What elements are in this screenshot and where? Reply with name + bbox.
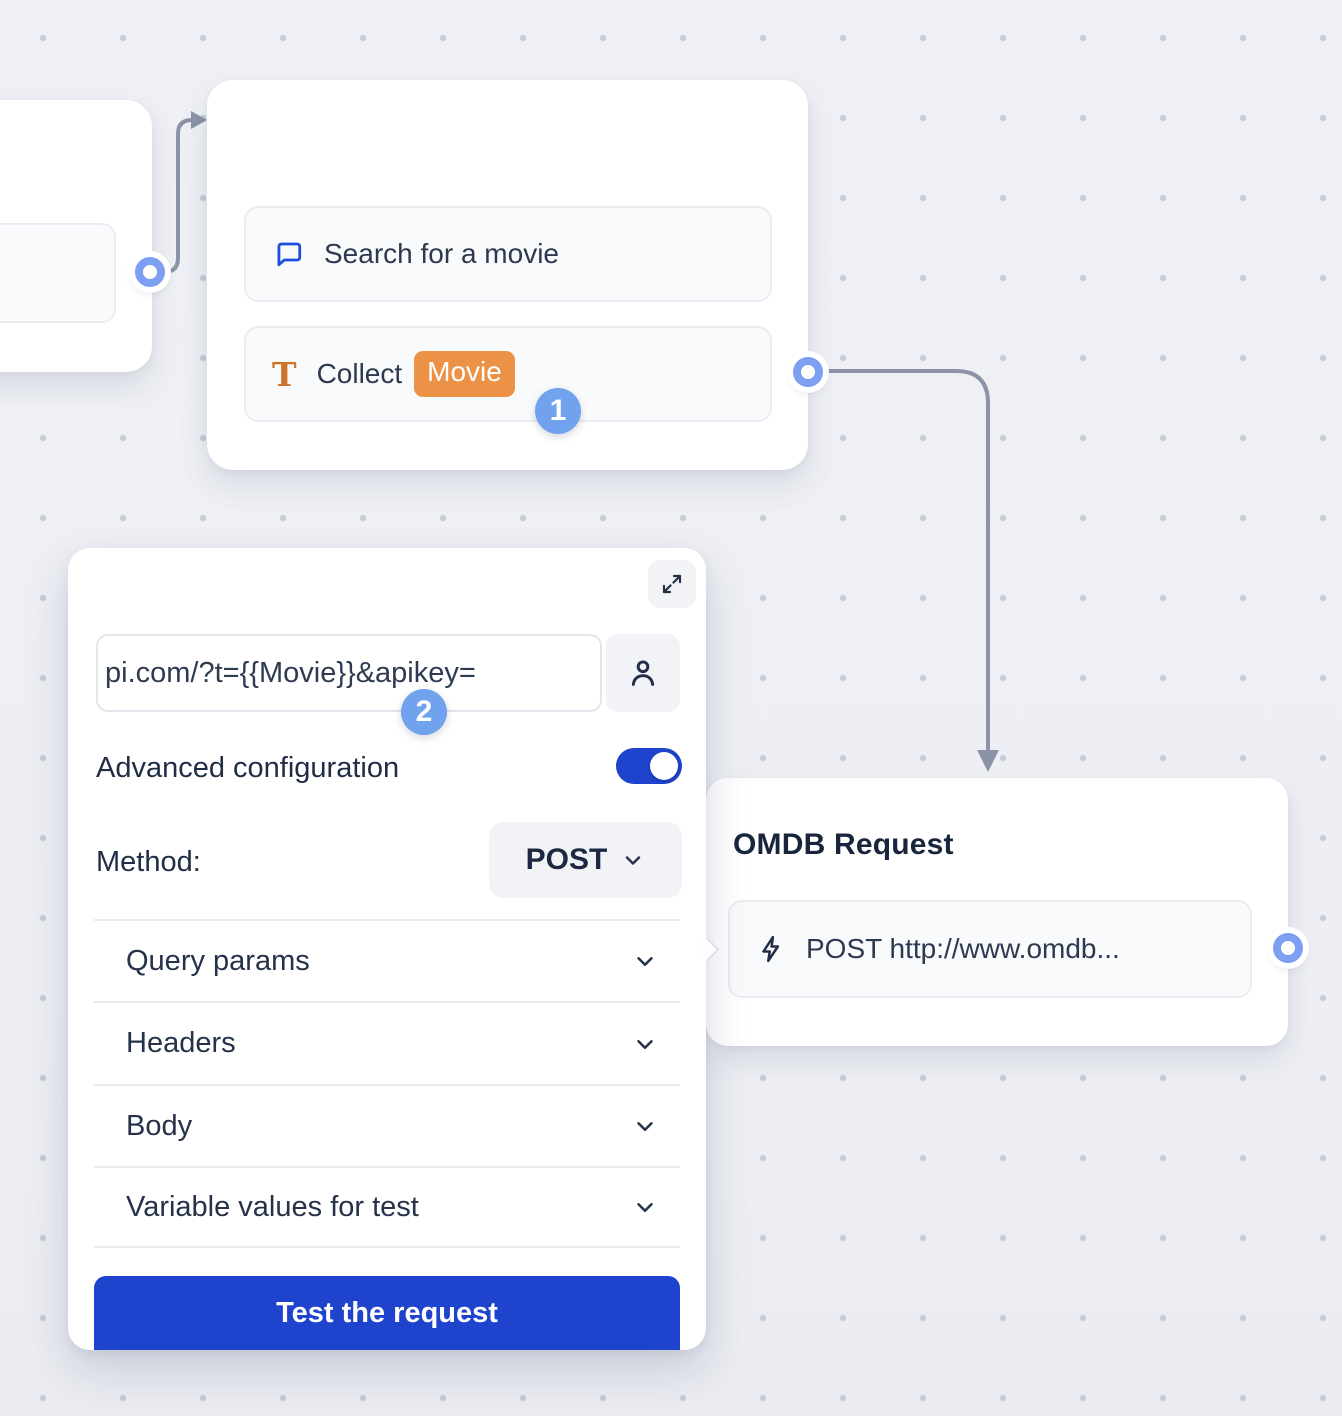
node-title: OMDB Request — [733, 828, 954, 861]
connection-port[interactable] — [135, 257, 165, 287]
section-query-params[interactable]: Query params — [94, 919, 680, 1001]
url-value: pi.com/?t={{Movie}}&apikey= — [105, 656, 476, 689]
connection-port[interactable] — [793, 357, 823, 387]
partial-node-item[interactable] — [0, 223, 116, 323]
insert-variable-button[interactable] — [606, 634, 680, 712]
partial-node-card[interactable] — [0, 100, 152, 372]
chevron-down-icon — [632, 1194, 658, 1220]
section-label: Variable values for test — [126, 1190, 419, 1223]
user-icon — [626, 656, 660, 690]
step-1-annotation: 1 — [535, 388, 581, 434]
lightning-icon — [756, 934, 786, 964]
question-text-block[interactable]: Search for a movie — [244, 206, 772, 302]
webhook-editor-panel[interactable]: pi.com/?t={{Movie}}&apikey= Advanced con… — [68, 548, 706, 1350]
question-label: Search for a movie — [324, 238, 559, 269]
connection-port[interactable] — [1273, 933, 1303, 963]
advanced-configuration-toggle[interactable] — [616, 748, 682, 784]
omdb-request-node[interactable]: OMDB Request POST http://www.omdb... — [706, 778, 1288, 1046]
expand-button[interactable] — [648, 560, 696, 608]
section-label: Body — [126, 1109, 193, 1142]
webhook-block[interactable]: POST http://www.omdb... — [728, 900, 1252, 998]
chevron-down-icon — [621, 848, 645, 872]
method-label: Method: — [96, 846, 201, 878]
section-body[interactable]: Body — [94, 1084, 680, 1166]
variable-badge: Movie — [414, 351, 515, 397]
section-headers[interactable]: Headers — [94, 1001, 680, 1084]
method-value: POST — [525, 843, 608, 876]
test-request-button[interactable]: Test the request — [94, 1276, 680, 1350]
advanced-configuration-label: Advanced configuration — [96, 752, 400, 784]
webhook-label: POST http://www.omdb... — [806, 933, 1120, 964]
section-label: Headers — [126, 1027, 236, 1059]
collect-variable-block[interactable]: T Collect Movie — [244, 326, 772, 422]
toggle-knob — [650, 752, 678, 780]
expand-icon — [660, 572, 684, 596]
chevron-down-icon — [632, 1113, 658, 1139]
chat-bubble-icon — [272, 238, 304, 270]
connector-line — [148, 118, 195, 274]
method-select[interactable]: POST — [489, 822, 682, 898]
step-2-annotation: 2 — [401, 689, 447, 735]
section-label: Query params — [126, 944, 310, 977]
movie-search-node[interactable]: Movie search Search for a movie T Collec… — [207, 80, 808, 470]
chevron-down-icon — [632, 948, 658, 974]
url-input[interactable]: pi.com/?t={{Movie}}&apikey= — [96, 634, 602, 712]
connector-arrowhead — [191, 111, 207, 129]
connector-arrowhead — [977, 750, 999, 772]
connector-line — [806, 369, 990, 751]
text-icon: T — [272, 354, 297, 394]
chevron-down-icon — [632, 1031, 658, 1057]
section-variable-values[interactable]: Variable values for test — [94, 1166, 680, 1248]
collect-label: Collect — [316, 358, 403, 389]
